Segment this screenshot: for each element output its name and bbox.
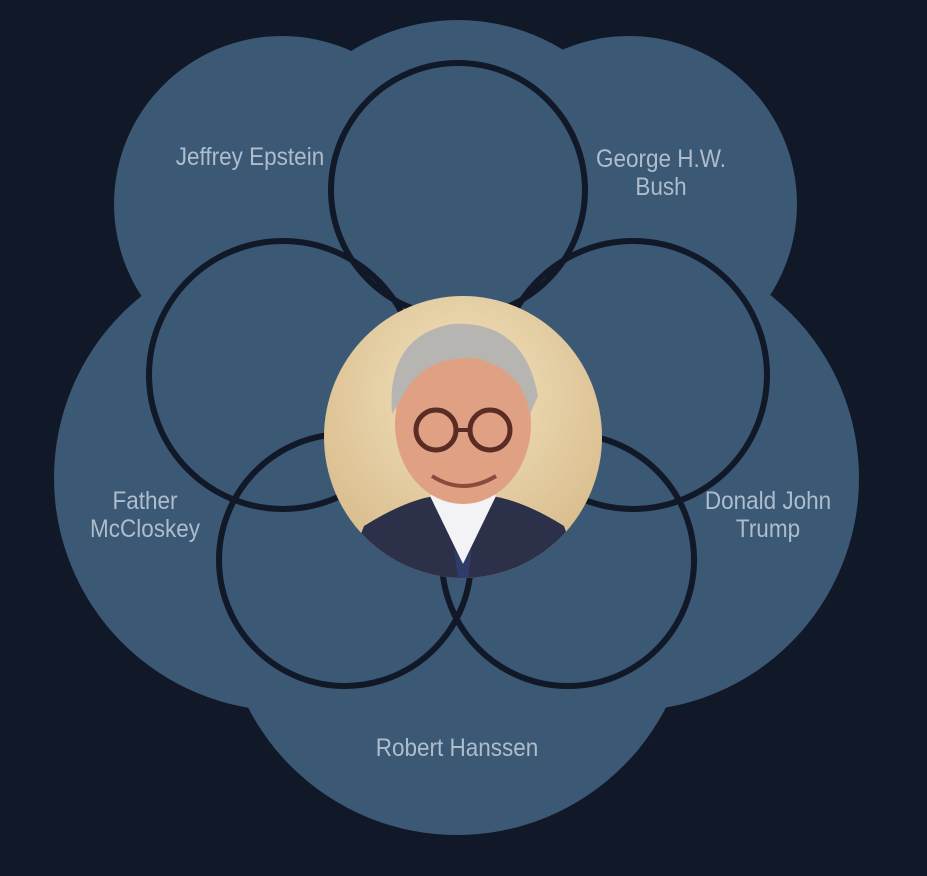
portrait-photo xyxy=(324,296,602,578)
label-father-mccloskey: Father McCloskey xyxy=(89,487,201,543)
label-donald-john-trump: Donald John Trump xyxy=(704,487,832,543)
label-jeffrey-epstein: Jeffrey Epstein xyxy=(175,143,325,171)
label-robert-hanssen: Robert Hanssen xyxy=(375,734,539,762)
circle-top-overlap xyxy=(258,20,658,420)
label-george-hw-bush: George H.W. Bush xyxy=(595,145,727,201)
